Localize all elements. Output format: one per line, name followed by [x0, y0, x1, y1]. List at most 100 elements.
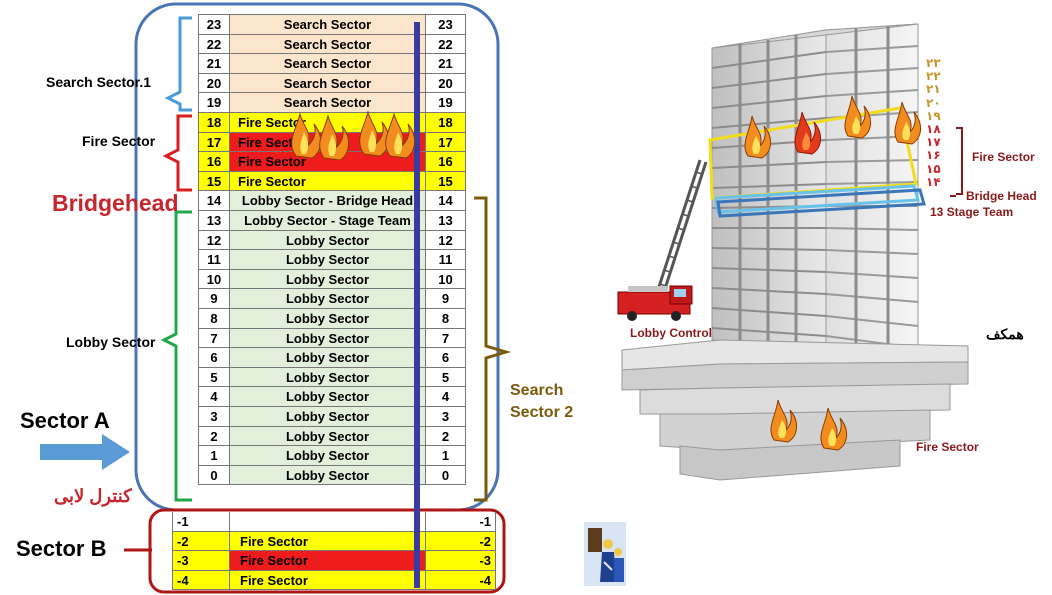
floor-number-right: 18 [426, 113, 466, 133]
basement-sector-label [230, 512, 426, 532]
basement-floor-number-right: -1 [426, 512, 496, 532]
floor-number-right: 13 [426, 211, 466, 231]
floor-sector-label: Lobby Sector [230, 328, 426, 349]
building-illustration [617, 23, 969, 481]
basement-sector-label: Fire Sector [230, 551, 426, 571]
bridgehead-label: Bridgehead [52, 190, 179, 216]
flame-icon [319, 114, 349, 161]
persian-floor-number: ۲۱ [926, 82, 941, 97]
podium-floor-2 [639, 383, 951, 415]
fire-truck-icon [617, 285, 693, 321]
floor-number: 8 [198, 309, 230, 329]
floor-sector-label: Search Sector [230, 15, 426, 35]
flame-icon [744, 115, 771, 159]
floor-sector-label: Lobby Sector [230, 309, 426, 329]
floor-number: 21 [198, 54, 230, 74]
fire-sector-box [708, 106, 918, 200]
lobby-control-fa-label: کنترل لابی [54, 486, 132, 506]
floor-number: 10 [198, 269, 230, 290]
lobby-control-label: Lobby Control [630, 326, 712, 340]
floor-number: 6 [198, 348, 230, 368]
flame-icon [385, 112, 415, 159]
floor-number: 20 [198, 73, 230, 94]
floor-number: 12 [198, 230, 230, 251]
floor-number-right: 12 [426, 230, 466, 251]
floor-sector-label: Lobby Sector [230, 250, 426, 270]
floor-number: 1 [198, 446, 230, 466]
basement-floor-number: -4 [172, 570, 230, 591]
floor-sector-label: Lobby Sector [230, 269, 426, 290]
right-lower-fire-sector-label: Fire Sector [916, 440, 979, 454]
floor-sector-label: Lobby Sector [230, 426, 426, 447]
floor-number-right: 21 [426, 54, 466, 74]
tower-roof [711, 23, 919, 49]
aerial-ladder [654, 159, 708, 299]
flame-icon [894, 101, 921, 145]
fire-sector-label: Fire Sector [82, 133, 156, 149]
arrow-right-icon [40, 434, 130, 470]
basement-floor-number-right: -4 [426, 570, 496, 591]
stair-shaft-line [414, 22, 420, 588]
floor-number-right: 3 [426, 407, 466, 427]
floor-number: 17 [198, 132, 230, 153]
floor-sector-label: Lobby Sector - Bridge Head [230, 191, 426, 211]
floor-number: 19 [198, 93, 230, 113]
flame-icon [291, 112, 321, 159]
fire-sector-bracket [162, 114, 192, 192]
floor-sector-label: Lobby Sector [230, 407, 426, 427]
floor-number-right: 7 [426, 328, 466, 349]
flame-icon [794, 111, 821, 155]
floor-sector-label: Lobby Sector - Stage Team [230, 211, 426, 231]
floor-number-right: 8 [426, 309, 466, 329]
floor-number: 0 [198, 465, 230, 486]
podium-floor-1 [621, 361, 969, 391]
floor-number-right: 20 [426, 73, 466, 94]
basement-floor-number: -2 [172, 531, 230, 552]
floor-number: 18 [198, 113, 230, 133]
floor-sector-label: Lobby Sector [230, 367, 426, 388]
search-sector-1-label: Search Sector.1 [46, 74, 152, 90]
floor-sector-label: Lobby Sector [230, 387, 426, 407]
floor-sector-label: Lobby Sector [230, 446, 426, 466]
persian-floor-number: ۲۳ [926, 56, 941, 70]
basement-floor-number-right: -3 [426, 551, 496, 571]
basement-row: -1-1 [172, 512, 496, 532]
floor-number: 23 [198, 15, 230, 35]
persian-floor-number: ۱۷ [926, 135, 941, 150]
firefighters-icon [584, 522, 626, 586]
floor-number: 5 [198, 367, 230, 388]
floor-sector-label: Search Sector [230, 34, 426, 55]
right-fire-sector-label: Fire Sector [972, 150, 1035, 164]
flame-group-left [291, 110, 415, 161]
floor-number: 13 [198, 211, 230, 231]
floor-sector-label: Fire Sector [230, 171, 426, 192]
floor-number-right: 17 [426, 132, 466, 153]
floor-number: 11 [198, 250, 230, 270]
lobby-sector-label: Lobby Sector [66, 334, 156, 350]
podium-floor-4 [679, 439, 901, 481]
floor-number-right: 15 [426, 171, 466, 192]
floor-sector-label: Fire Sector [230, 152, 426, 172]
persian-floor-number: ۲۰ [926, 95, 941, 110]
floor-number-right: 9 [426, 289, 466, 309]
floor-number: 9 [198, 289, 230, 309]
